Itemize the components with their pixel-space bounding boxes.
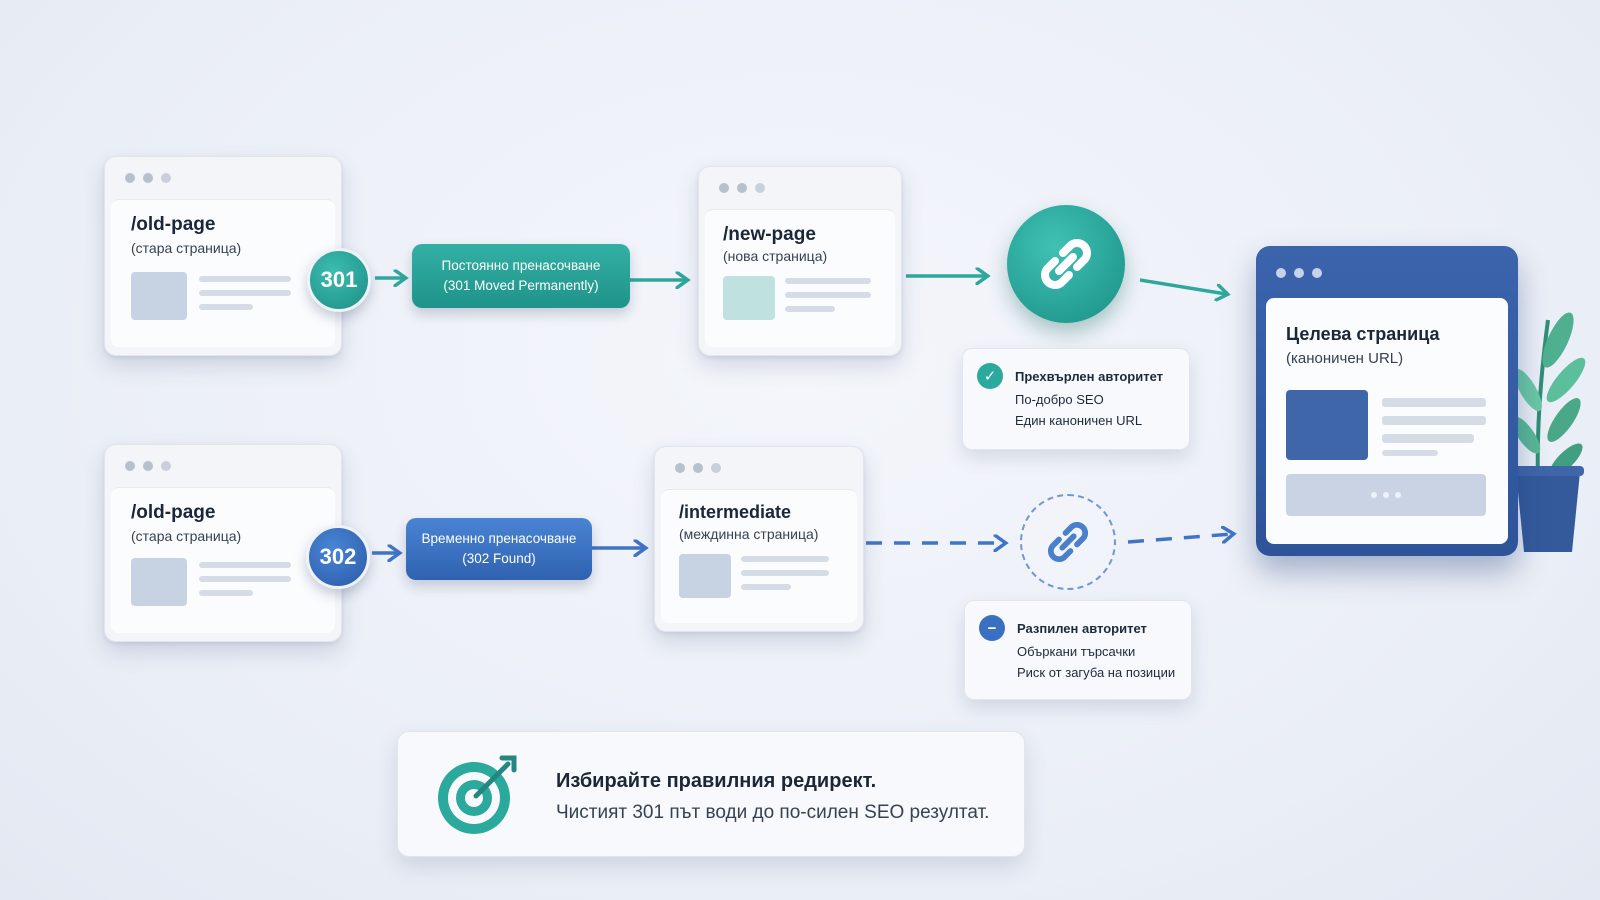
target-page-card: Целева страница (каноничен URL)	[1256, 246, 1518, 556]
old-page-card-301: /old-page (стара страница)	[104, 156, 342, 356]
thumbnail-placeholder	[1286, 390, 1368, 460]
drawback-card-302: − Разпилен авторитет Объркани търсачки Р…	[964, 600, 1192, 700]
old-page-subtitle: (стара страница)	[131, 528, 242, 544]
old-page-subtitle: (стара страница)	[131, 240, 242, 256]
window-dots	[125, 461, 171, 471]
window-dots	[675, 463, 721, 473]
old-page-card-302: /old-page (стара страница)	[104, 444, 342, 642]
thumbnail-placeholder	[679, 554, 731, 598]
minus-icon: −	[979, 615, 1005, 641]
status-code-301-badge: 301	[307, 248, 371, 312]
temporary-redirect-pill: Временно пренасочване (302 Found)	[406, 518, 592, 580]
permanent-redirect-pill: Постоянно пренасочване (301 Moved Perman…	[412, 244, 630, 308]
thumbnail-placeholder	[131, 558, 187, 606]
arrow-link-to-target	[1139, 278, 1226, 294]
window-dots	[125, 173, 171, 183]
thumbnail-placeholder	[723, 276, 775, 320]
drawback-item: Риск от загуба на позиции	[1017, 665, 1176, 680]
chain-link-icon	[1047, 521, 1089, 563]
plant-icon	[1511, 312, 1586, 552]
link-icon-302	[1020, 494, 1116, 590]
target-page-footer-bar	[1286, 474, 1486, 516]
chain-link-icon	[1041, 239, 1091, 289]
target-bullseye-icon	[438, 755, 517, 834]
benefit-item: Един каноничен URL	[1015, 413, 1143, 428]
target-page-title: Целева страница	[1286, 324, 1440, 344]
drawback-item: Объркани търсачки	[1017, 644, 1136, 659]
benefit-item: По-добро SEO	[1015, 392, 1104, 407]
status-code-302-badge: 302	[306, 525, 370, 589]
old-page-url: /old-page	[131, 502, 216, 523]
intermediate-page-url: /intermediate	[679, 502, 792, 522]
benefit-card-301: ✓ Прехвърлен авторитет По-добро SEO Един…	[962, 348, 1190, 450]
summary-card: Избирайте правилния редирект. Чистият 30…	[397, 731, 1025, 857]
window-dots	[719, 183, 765, 193]
summary-text: Чистият 301 път води до по-силен SEO рез…	[556, 802, 990, 823]
thumbnail-placeholder	[131, 272, 187, 320]
arrow-link-to-target-dashed	[1127, 534, 1232, 544]
new-page-card: /new-page (нова страница)	[698, 166, 902, 356]
summary-title: Избирайте правилния редирект.	[556, 770, 877, 792]
drawback-title: Разпилен авторитет	[1017, 621, 1147, 636]
intermediate-page-card: /intermediate (междинна страница)	[654, 446, 864, 632]
new-page-subtitle: (нова страница)	[723, 248, 828, 264]
window-dots	[1276, 268, 1322, 278]
target-page-subtitle: (каноничен URL)	[1286, 350, 1404, 367]
intermediate-page-subtitle: (междинна страница)	[679, 526, 819, 542]
link-icon-301	[1007, 205, 1125, 323]
new-page-url: /new-page	[723, 224, 816, 245]
benefit-title: Прехвърлен авторитет	[1015, 369, 1164, 384]
check-icon: ✓	[977, 363, 1003, 389]
old-page-url: /old-page	[131, 214, 216, 235]
